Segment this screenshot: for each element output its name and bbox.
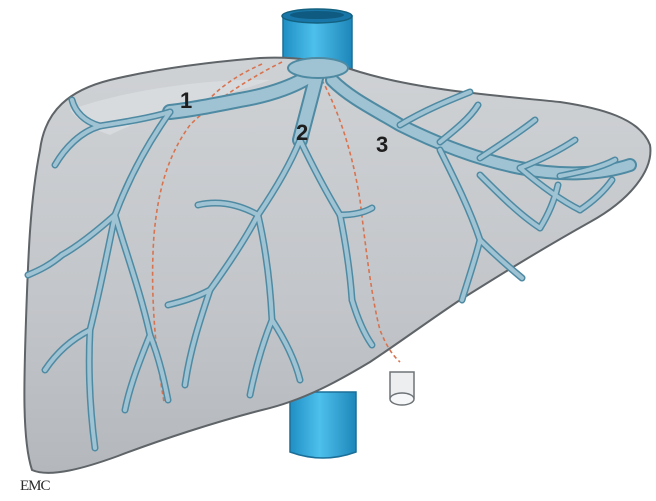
label-vein-3: 3 [376, 132, 388, 157]
label-vein-1: 1 [180, 88, 192, 113]
vena-cava-opening [288, 58, 348, 78]
vena-cava-lower [290, 392, 356, 458]
hepatic-duct-stub [390, 372, 414, 405]
artist-signature: EMC [20, 478, 51, 494]
label-vein-2: 2 [296, 120, 308, 145]
